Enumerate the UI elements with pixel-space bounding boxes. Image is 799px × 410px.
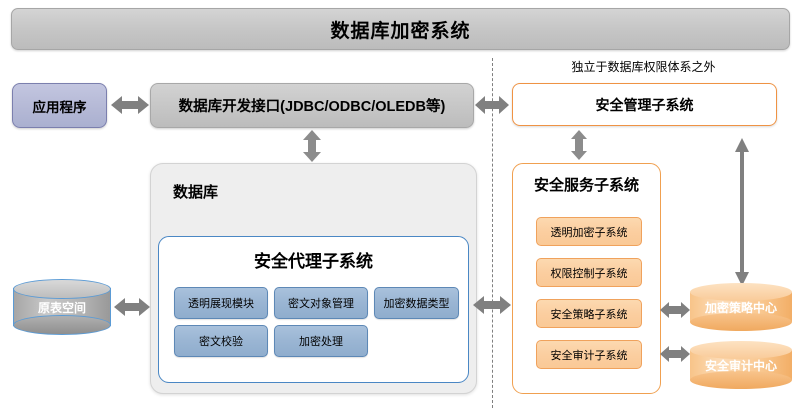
vertical-dashed-divider <box>492 58 493 408</box>
arrow-audit-to-center-icon <box>660 344 690 364</box>
independence-note: 独立于数据库权限体系之外 <box>571 60 716 74</box>
source-tablespace-label: 原表空间 <box>37 300 86 315</box>
security-service-subsystem: 安全服务子系统 透明加密子系统 权限控制子系统 安全策略子系统 安全审计子系统 <box>512 163 661 394</box>
source-tablespace-cylinder[interactable]: 原表空间 <box>13 279 111 335</box>
security-audit-center-label: 安全审计中心 <box>704 358 777 373</box>
security-audit-center-cylinder[interactable]: 安全审计中心 <box>690 341 792 389</box>
service-module-transparent-encryption[interactable]: 透明加密子系统 <box>536 217 642 246</box>
arrow-interface-to-divider-icon <box>475 94 509 116</box>
cylinder-top-cap <box>690 283 792 301</box>
page-title: 数据库加密系统 <box>11 8 790 50</box>
cylinder-bottom-cap <box>690 371 792 389</box>
agent-module-ciphertext-verify[interactable]: 密文校验 <box>174 325 268 357</box>
agent-module-ciphertext-object-mgmt[interactable]: 密文对象管理 <box>274 287 368 319</box>
cylinder-bottom-cap <box>690 313 792 331</box>
service-subsystem-title: 安全服务子系统 <box>533 177 639 194</box>
database-label: 数据库 <box>173 184 219 201</box>
service-module-security-policy[interactable]: 安全策略子系统 <box>536 299 642 328</box>
arrow-mgmt-to-policy-center-icon <box>734 138 750 286</box>
arrow-interface-to-database-icon <box>302 130 322 162</box>
arrow-mgmt-to-service-icon <box>570 130 588 160</box>
cylinder-top-cap <box>13 279 111 299</box>
agent-subsystem-title: 安全代理子系统 <box>254 252 373 271</box>
db-interface-box[interactable]: 数据库开发接口(JDBC/ODBC/OLEDB等) <box>150 83 474 128</box>
application-box[interactable]: 应用程序 <box>12 83 107 128</box>
cylinder-bottom-cap <box>13 315 111 335</box>
cylinder-top-cap <box>690 341 792 359</box>
encryption-policy-center-label: 加密策略中心 <box>704 300 777 315</box>
arrow-policy-to-center-icon <box>660 300 690 320</box>
agent-module-encryption-processing[interactable]: 加密处理 <box>274 325 368 357</box>
arrow-app-to-interface-icon <box>111 94 149 116</box>
agent-module-encrypted-datatype[interactable]: 加密数据类型 <box>374 287 459 319</box>
arrow-tablespace-to-database-icon <box>114 296 150 318</box>
agent-module-transparent-display[interactable]: 透明展现模块 <box>174 287 268 319</box>
security-management-subsystem[interactable]: 安全管理子系统 <box>512 83 777 126</box>
arrow-database-to-service-icon <box>473 294 511 316</box>
service-module-access-control[interactable]: 权限控制子系统 <box>536 258 642 287</box>
encryption-policy-center-cylinder[interactable]: 加密策略中心 <box>690 283 792 331</box>
service-module-security-audit[interactable]: 安全审计子系统 <box>536 340 642 369</box>
security-agent-subsystem: 安全代理子系统 透明展现模块 密文对象管理 加密数据类型 密文校验 加密处理 <box>158 236 469 383</box>
